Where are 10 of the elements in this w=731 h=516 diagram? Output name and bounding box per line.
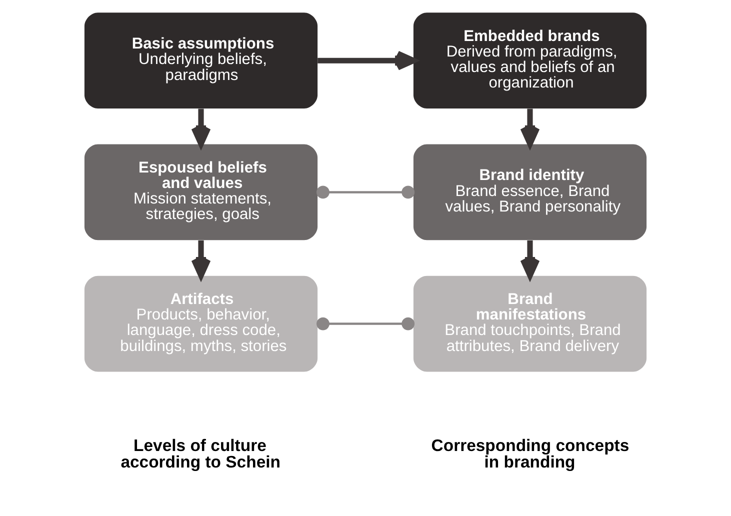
node-box: Brand identity Brand essence, Brand values, Brand personality	[413, 144, 647, 240]
node-box: Basic assumptions Underlying beliefs, paradigms	[84, 12, 318, 109]
connector	[316, 317, 415, 330]
node-box: Brand manifestations Brand touchpoints, Brand attributes, Brand delivery	[413, 276, 647, 372]
node-box: Espoused beliefs and values Mission statements, strategies, goals	[84, 144, 318, 240]
label: Corresponding concepts in branding	[431, 436, 630, 472]
label: Levels of culture according to Schein	[120, 436, 281, 472]
connector	[316, 186, 415, 199]
node-box: Artifacts Products, behavior, language, dress code, buildings, myths, stories	[84, 276, 318, 372]
node-box: Embedded brands Derived from paradigms, values and beliefs of an organization	[413, 12, 647, 109]
